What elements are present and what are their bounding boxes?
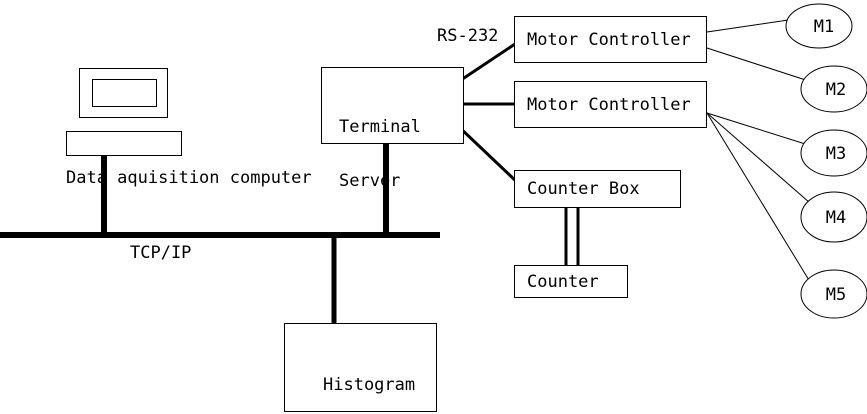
terminal-server-label-line1: Terminal: [339, 117, 421, 137]
terminal-server-node: Terminal Server: [321, 67, 464, 190]
ts-mc1-link: [457, 40, 519, 84]
motor-m3-label: M3: [826, 144, 846, 164]
mc2-m3-link: [706, 112, 819, 149]
mc1-m2-link: [706, 47, 819, 85]
rs232-label: RS-232: [437, 26, 499, 46]
motor-m2-label: M2: [826, 80, 846, 100]
counter-node: Counter: [514, 265, 628, 298]
motor-m5-ellipse: [800, 269, 867, 319]
terminal-server-label-line2: Server: [339, 171, 401, 191]
mc1-m1-link: [706, 17, 803, 33]
motor-controller-1-node: Motor Controller: [514, 16, 707, 63]
histogram-memory-label-line1: Histogram: [323, 375, 416, 395]
motor-m5-label: M5: [826, 285, 846, 305]
motor-controller-2-node: Motor Controller: [514, 81, 707, 128]
motor-m1-label: M1: [814, 17, 834, 37]
mc2-m5-link: [706, 112, 816, 291]
computer-caption: Data aquisition computer: [66, 168, 312, 188]
computer-monitor-screen-icon: [92, 79, 157, 107]
counter-box-node: Counter Box: [514, 170, 681, 208]
motor-m3-ellipse: [800, 129, 867, 177]
mc2-m4-link: [706, 112, 819, 211]
ts-counterbox-link: [456, 124, 520, 185]
tcpip-label: TCP/IP: [130, 243, 192, 263]
motor-controller-1-label: Motor Controller: [527, 29, 691, 50]
counter-box-label: Counter Box: [527, 179, 640, 199]
motor-m1-ellipse: [785, 3, 853, 49]
motor-m2-ellipse: [800, 65, 867, 113]
computer-keyboard-icon: [66, 131, 182, 156]
counter-label: Counter: [527, 271, 599, 292]
motor-m4-label: M4: [826, 208, 846, 228]
motor-controller-2-label: Motor Controller: [527, 94, 691, 115]
motor-m4-ellipse: [800, 191, 867, 243]
computer-monitor-icon: [79, 68, 168, 118]
histogram-memory-node: Histogram Memory: [284, 323, 437, 412]
